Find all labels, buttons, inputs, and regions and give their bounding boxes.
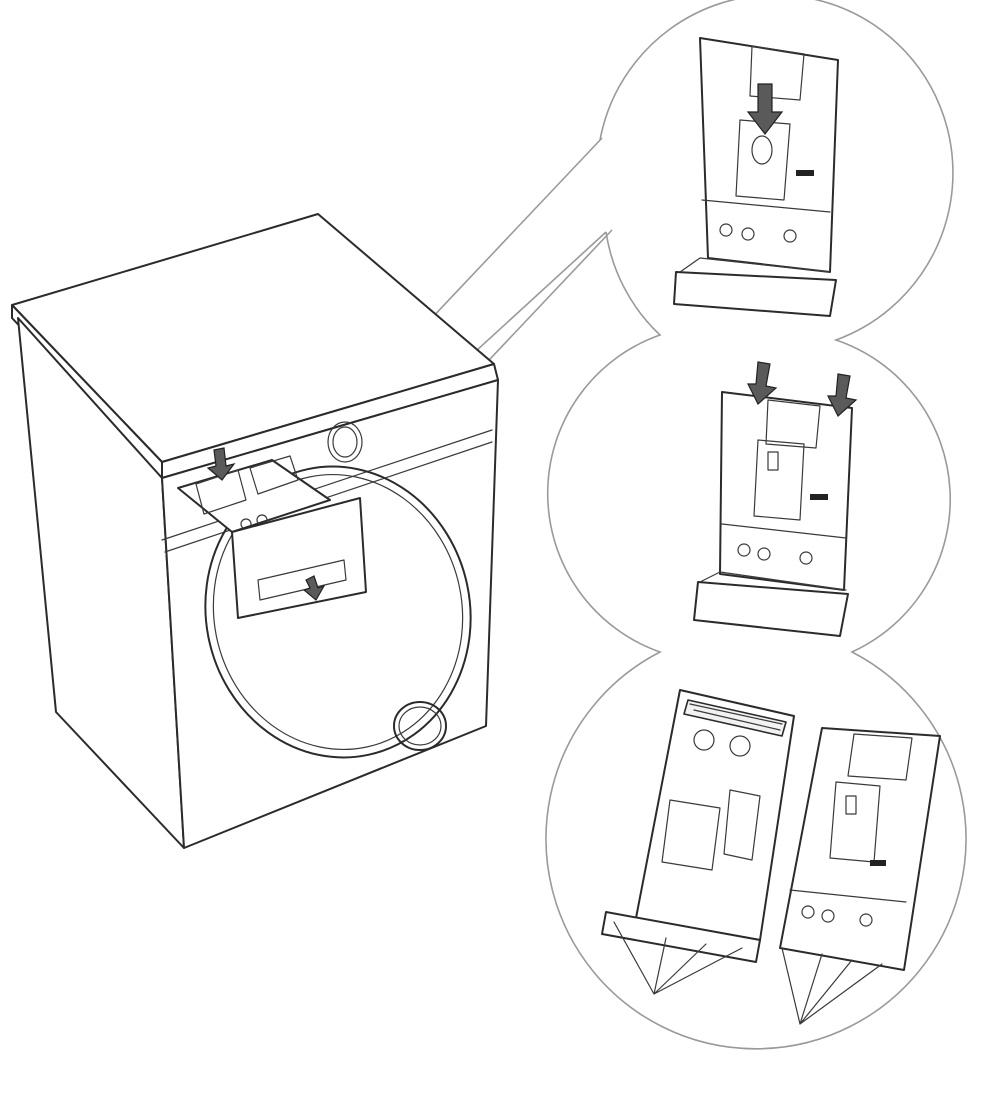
clip-pointers-right — [781, 947, 883, 1025]
detail-step-2 — [693, 361, 858, 637]
press-down-arrow-icon — [746, 83, 784, 135]
pull-out-arrow-icon — [302, 575, 326, 601]
clip-pointers-left — [613, 921, 743, 995]
detergent-drawer-icon — [177, 455, 367, 619]
press-down-arrow-icon — [747, 361, 778, 405]
detail-step-3 — [601, 689, 941, 1025]
press-down-arrow-icon — [827, 373, 858, 417]
detail-step-1 — [673, 37, 839, 317]
washing-machine-icon — [11, 213, 499, 849]
press-down-arrow-icon — [206, 447, 236, 481]
